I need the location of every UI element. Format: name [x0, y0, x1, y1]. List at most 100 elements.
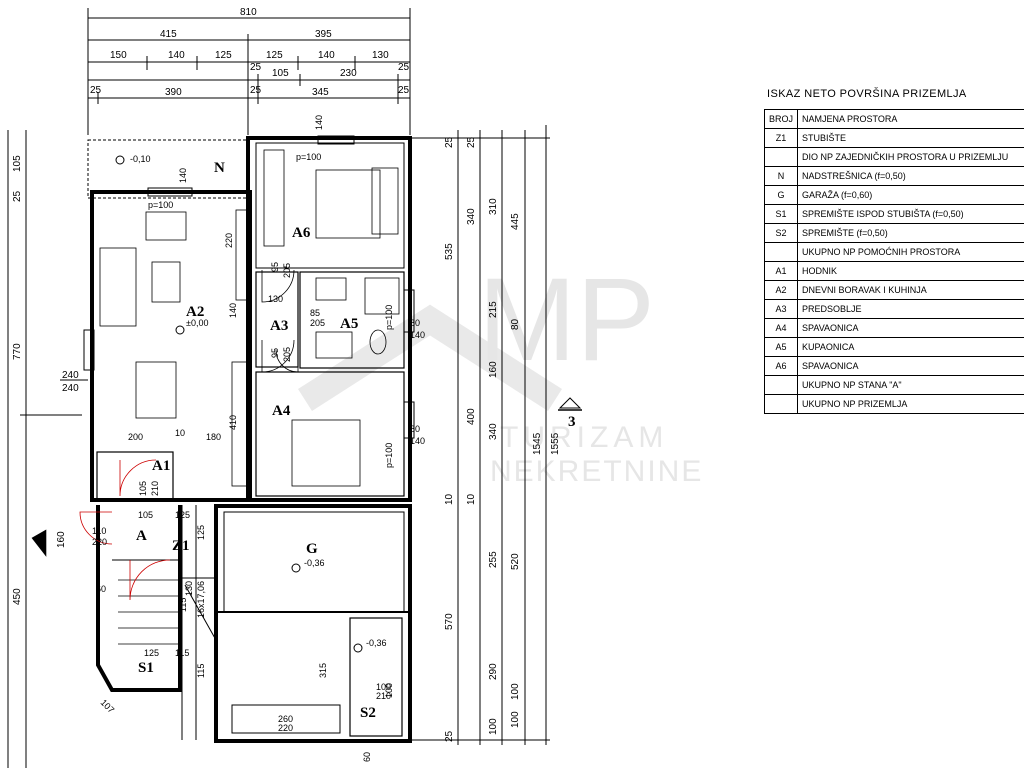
- sill-label-a4: p=100: [384, 443, 394, 468]
- idim-140a: 140: [178, 168, 188, 183]
- table-cell-purpose: UKUPNO NP POMOĆNIH PROSTORA: [797, 242, 1024, 262]
- level-text-s2: -0,36: [366, 638, 387, 648]
- section-marker-icon: [558, 397, 582, 409]
- level-text-n: -0,10: [130, 154, 151, 164]
- table-cell-code: A2: [763, 280, 799, 300]
- idim-105a: 105: [138, 481, 148, 496]
- watermark: MP TURIZAM NEKRETNINE: [297, 254, 701, 488]
- dim-top-3f: 130: [372, 50, 389, 61]
- dim-right-c4-445: 445: [510, 213, 521, 230]
- idim-140e: 140: [410, 436, 425, 446]
- table-header-code: BROJ: [763, 109, 799, 129]
- table-cell-purpose: PREDSOBLJE: [797, 299, 1024, 319]
- top-dimension-labels: 810 415 395 150 140 125 125 140 130 25 1…: [90, 7, 410, 98]
- room-label-z1: Z1: [172, 538, 190, 554]
- table-cell-code: [763, 394, 799, 414]
- table-cell-code: Z1: [763, 128, 799, 148]
- entrance-arrow-icon: [31, 529, 47, 557]
- dim-left-105: 105: [12, 155, 23, 172]
- section-marker-label: 3: [568, 414, 576, 430]
- dim-top-3a: 150: [110, 50, 127, 61]
- idim-130b: 130: [184, 581, 194, 596]
- level-text-a2: ±0,00: [186, 318, 208, 328]
- table-header-purpose: NAMJENA PROSTORA: [797, 109, 1024, 129]
- level-markers: -0,10 ±0,00 -0,36 -0,36: [115, 154, 387, 653]
- room-label-a3: A3: [270, 318, 288, 334]
- idim-130: 130: [268, 294, 283, 304]
- idim-210b: 210: [376, 691, 391, 701]
- idim-60b: 60: [362, 752, 372, 762]
- doors: [79, 269, 299, 601]
- dim-top-2b: 395: [315, 29, 332, 40]
- idim-140b: 140: [314, 115, 324, 130]
- level-marker-n: [115, 155, 125, 165]
- level-marker-g: [291, 563, 301, 573]
- room-labels: N A6 A2 A3 A5 A4 A1 A Z1 G S1 S2: [136, 160, 376, 721]
- table-cell-code: G: [763, 185, 799, 205]
- idim-140d: 140: [410, 330, 425, 340]
- dim-left-240a: 240: [62, 370, 79, 381]
- right-dimension-labels: 25 535 10 570 25 25 340 400 10 255 290 1…: [444, 136, 561, 742]
- table-cell-purpose: UKUPNO NP PRIZEMLJA: [797, 394, 1024, 414]
- dim-right-c1-25b: 25: [444, 730, 455, 742]
- dim-right-c1-10: 10: [444, 493, 455, 505]
- dim-right-c2-290: 290: [488, 663, 499, 680]
- dim-right-c2-400: 400: [466, 408, 477, 425]
- table-cell-code: A6: [763, 356, 799, 376]
- table-cell-purpose: GARAŽA (f=0,60): [797, 185, 1024, 205]
- room-label-a1: A1: [152, 458, 170, 474]
- left-dimensions: [7, 130, 88, 768]
- level-text-g: -0,36: [304, 558, 325, 568]
- room-label-a6: A6: [292, 225, 311, 241]
- dim-top-4c: 230: [340, 68, 357, 79]
- dim-right-c1-570: 570: [444, 613, 455, 630]
- idim-315: 315: [318, 663, 328, 678]
- dim-right-c5-1555: 1555: [550, 432, 561, 455]
- table-cell-purpose: NADSTREŠNICA (f=0,50): [797, 166, 1024, 186]
- dim-top-5c: 25: [250, 85, 262, 96]
- table-cell-code: A3: [763, 299, 799, 319]
- table-cell-code: S1: [763, 204, 799, 224]
- windows: [83, 135, 415, 439]
- dim-top-3c: 125: [215, 50, 232, 61]
- table-cell-purpose: STUBIŠTE: [797, 128, 1024, 148]
- area-table: ISKAZ NETO POVRŠINA PRIZEMLJA BROJ NAMJE…: [763, 88, 1024, 414]
- idim-200: 200: [128, 432, 143, 442]
- dim-right-c4-520: 520: [510, 553, 521, 570]
- room-label-s2: S2: [360, 705, 376, 721]
- top-dimensions: [87, 8, 411, 135]
- idim-107: 107: [99, 697, 117, 715]
- dim-top-5a: 25: [90, 85, 102, 96]
- room-label-a2: A2: [186, 304, 204, 320]
- table-cell-purpose: SPAVAONICA: [797, 318, 1024, 338]
- dim-left-450: 450: [12, 588, 23, 605]
- idim-220c: 220: [278, 723, 293, 733]
- idim-60a: 60: [96, 584, 106, 594]
- furniture: [99, 149, 400, 487]
- dim-left-240b: 240: [62, 383, 79, 394]
- table-cell-code: A4: [763, 318, 799, 338]
- idim-260: 260: [278, 714, 293, 724]
- dim-top-4b: 105: [272, 68, 289, 79]
- room-label-g: G: [306, 541, 318, 557]
- idim-stairs: 16x17,06: [196, 581, 206, 618]
- building-walls: [87, 136, 412, 743]
- idim-205b: 205: [282, 347, 292, 362]
- idim-140c: 140: [228, 303, 238, 318]
- sill-label-a5: p=100: [384, 305, 394, 330]
- table-cell-purpose: UKUPNO NP STANA "A": [797, 375, 1024, 395]
- dim-left-770: 770: [12, 343, 23, 360]
- sill-labels: p=100 p=100 p=100 p=100: [148, 152, 394, 468]
- table-cell-purpose: SPREMIŠTE (f=0,50): [797, 223, 1024, 243]
- level-marker-s2: [353, 643, 363, 653]
- floor-plan-drawing: MP TURIZAM NEKRETNINE 810 415 395 150 14…: [7, 7, 701, 768]
